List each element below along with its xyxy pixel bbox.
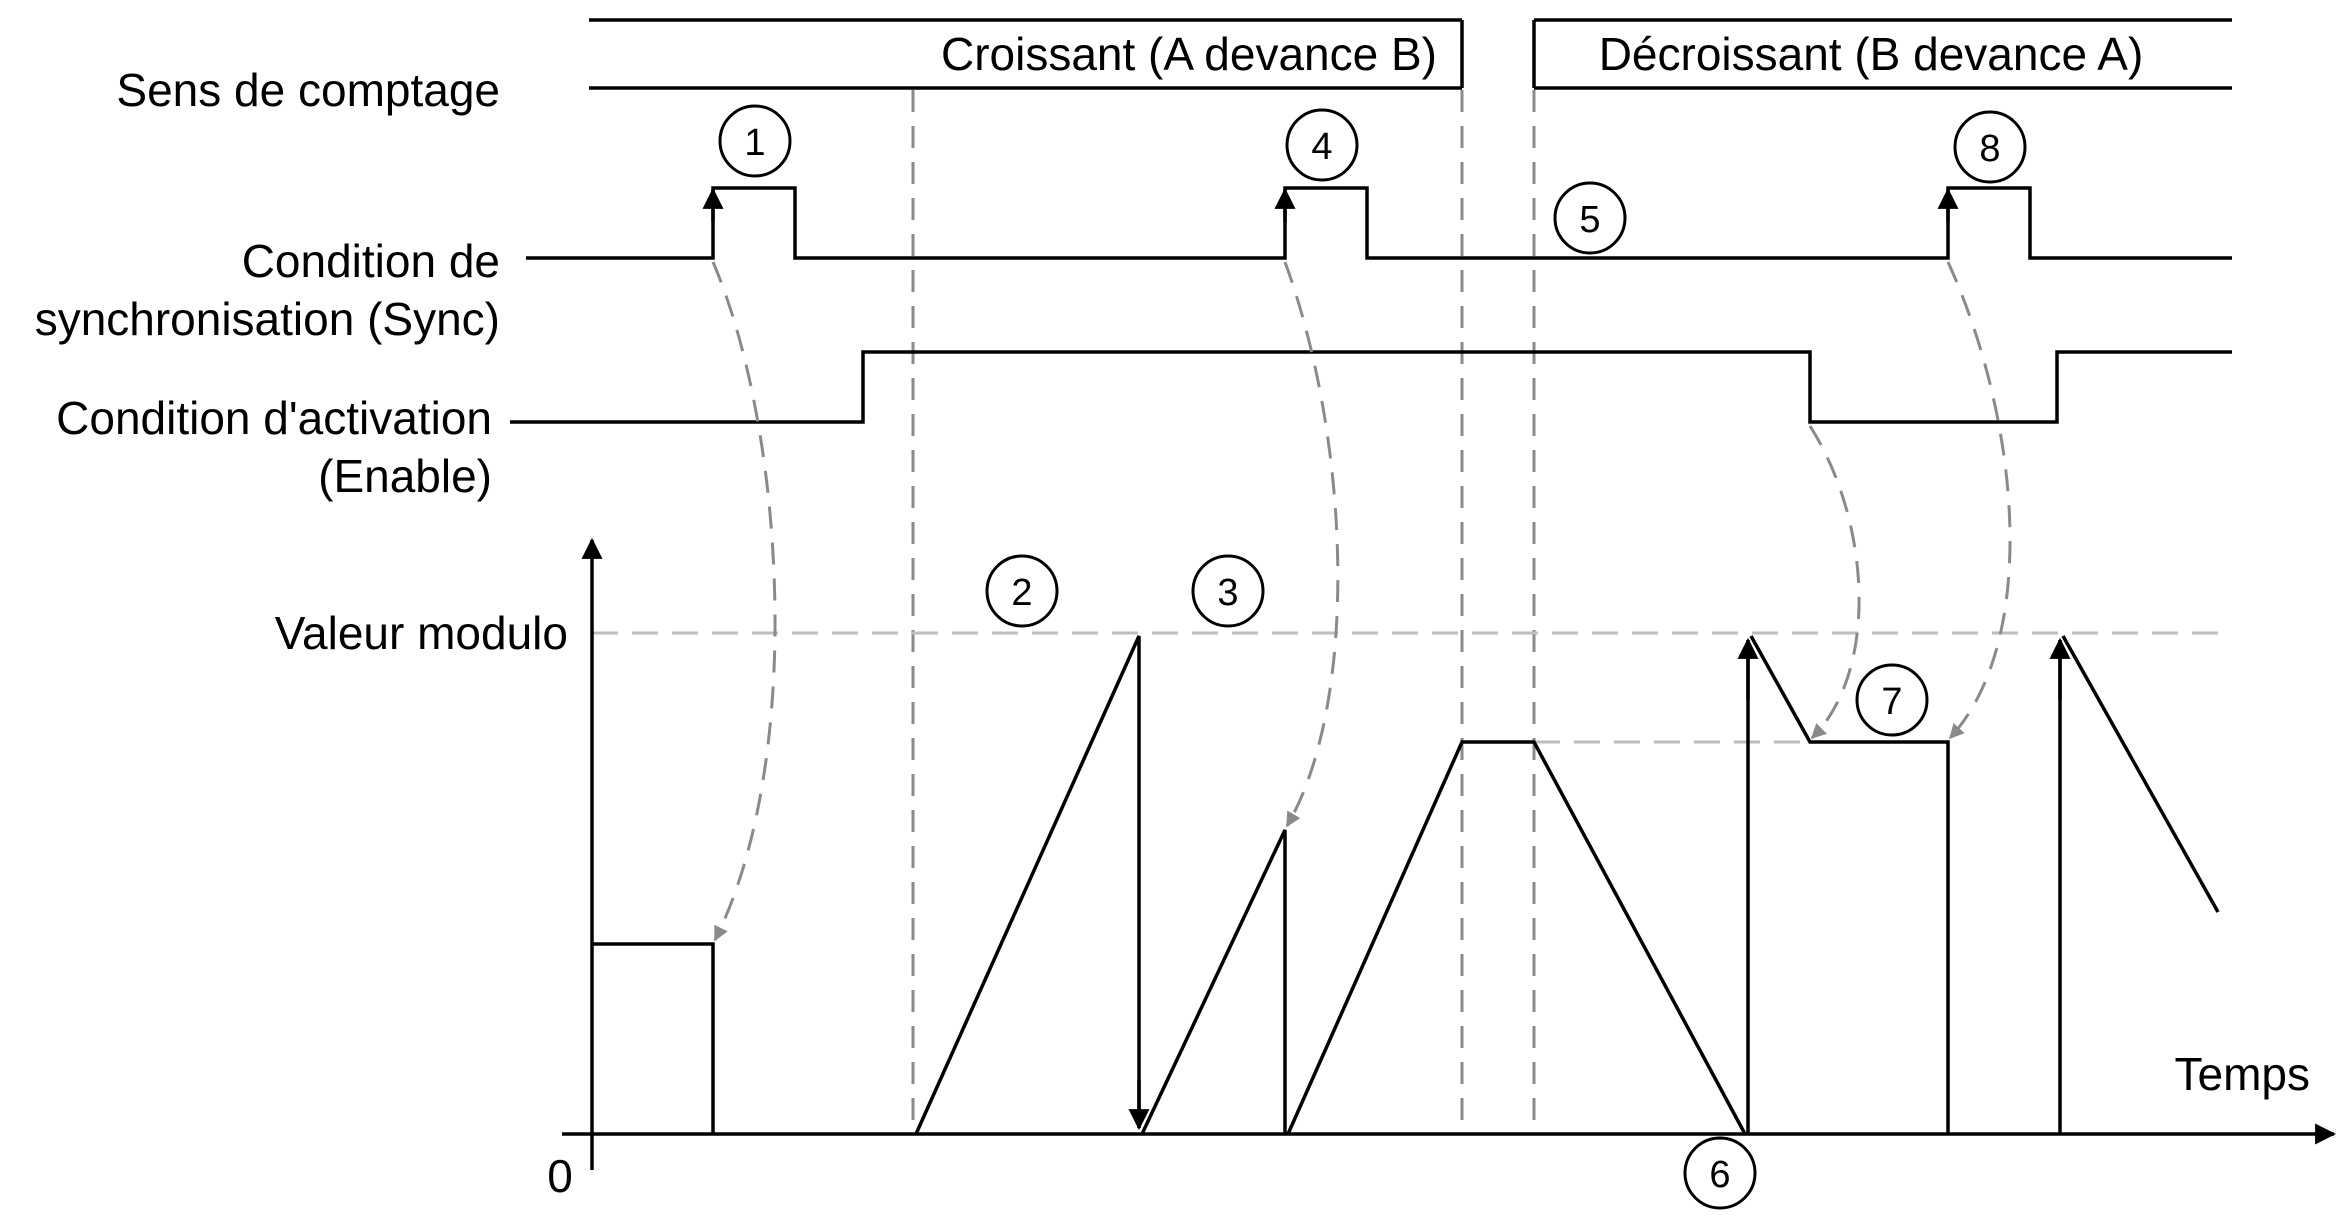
counter-down-ramp bbox=[2061, 635, 2220, 913]
marker-1: 1 bbox=[718, 104, 792, 178]
counter-up-hold-down bbox=[1286, 740, 1747, 1135]
curve-enable-to-hold-7 bbox=[1808, 425, 1861, 740]
marker-5: 5 bbox=[1553, 181, 1627, 255]
label-enable-line1: Condition d'activation bbox=[56, 392, 492, 444]
label-counting-direction: Sens de comptage bbox=[116, 64, 500, 116]
marker-2: 2 bbox=[985, 554, 1059, 628]
marker-7: 7 bbox=[1855, 663, 1929, 737]
svg-text:5: 5 bbox=[1579, 199, 1600, 241]
label-modulo-value: Valeur modulo bbox=[275, 607, 568, 659]
sync-edge-arrows bbox=[702, 187, 1959, 222]
vertical-guides bbox=[911, 90, 1536, 1132]
label-origin: 0 bbox=[547, 1150, 573, 1202]
phase-up-label: Croissant (A devance B) bbox=[941, 28, 1437, 80]
svg-text:6: 6 bbox=[1709, 1154, 1730, 1196]
curve-sync-to-load-1 bbox=[711, 261, 777, 942]
curve-sync-to-load-4 bbox=[1283, 261, 1340, 828]
enable-signal bbox=[510, 350, 2232, 424]
counter-ramp-sync-reset bbox=[1140, 829, 1287, 1135]
marker-4: 4 bbox=[1285, 108, 1359, 182]
label-sync-line2: synchronisation (Sync) bbox=[35, 293, 500, 345]
phase-down-label: Décroissant (B devance A) bbox=[1599, 28, 2144, 80]
label-sync-line1: Condition de bbox=[242, 235, 500, 287]
counting-direction-signal bbox=[589, 18, 2232, 90]
marker-8: 8 bbox=[1953, 110, 2027, 184]
marker-6: 6 bbox=[1683, 1136, 1757, 1210]
marker-3: 3 bbox=[1191, 554, 1265, 628]
svg-text:2: 2 bbox=[1011, 572, 1032, 614]
svg-text:7: 7 bbox=[1881, 681, 1902, 723]
svg-text:8: 8 bbox=[1979, 128, 2000, 170]
counter-disabled-hold bbox=[1749, 635, 1950, 1134]
label-time-axis: Temps bbox=[2175, 1048, 2310, 1100]
svg-text:4: 4 bbox=[1311, 126, 1332, 168]
curve-sync-to-load-8 bbox=[1946, 261, 2012, 740]
counter-initial-value bbox=[592, 942, 715, 1134]
svg-text:3: 3 bbox=[1217, 572, 1238, 614]
svg-text:1: 1 bbox=[744, 122, 765, 164]
sync-signal bbox=[526, 186, 2232, 260]
counter-ramp-to-modulo bbox=[914, 635, 1141, 1135]
label-enable-line2: (Enable) bbox=[318, 450, 492, 502]
